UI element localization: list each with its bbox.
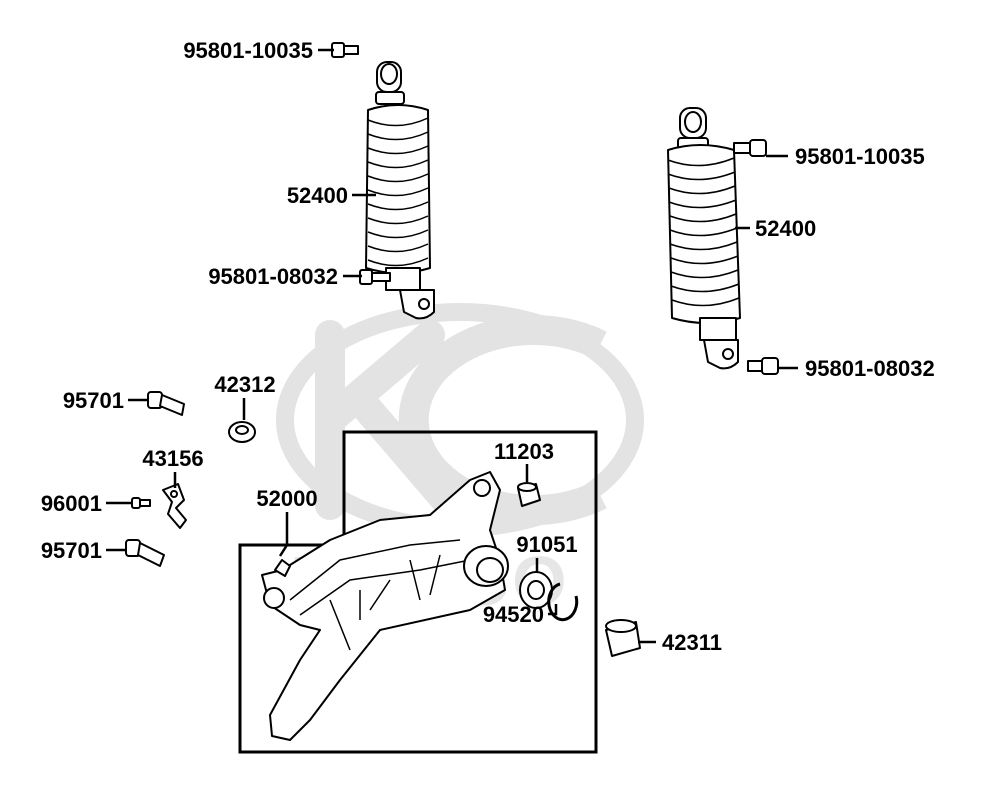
callout-43156: 43156 [142,446,203,471]
shock-absorber-left [365,61,435,320]
callout-52400-left: 52400 [287,183,348,208]
circlip-94520 [547,582,579,622]
callout-42311: 42311 [662,630,722,655]
callout-11203: 11203 [494,439,554,464]
callout-52000: 52000 [256,486,317,511]
bolt-95801-10035-left [331,42,359,58]
callout-95701-lower: 95701 [41,538,102,563]
callout-95701-upper: 95701 [63,388,124,413]
callout-95801-10035-left: 95801-10035 [183,38,313,63]
callout-95801-10035-right: 95801-10035 [795,144,925,169]
callout-52400-right: 52400 [755,216,816,241]
collar-42312 [228,421,256,443]
collar-42311 [605,619,641,657]
swing-arm-52000 [261,471,509,741]
part-number-callouts: 95801-10035 52400 95801-08032 95801-1003… [41,38,935,655]
callout-95801-08032-right: 95801-08032 [805,356,935,381]
bolt-95801-10035-right [733,139,767,157]
bushing-11203 [517,482,541,507]
callout-95801-08032-left: 95801-08032 [208,264,338,289]
screw-96001 [131,497,151,509]
bolt-95701-upper [147,391,185,416]
callout-91051: 91051 [516,532,577,557]
callout-94520: 94520 [483,602,544,627]
bolt-95801-08032-left [359,269,391,285]
bracket-43156 [162,483,187,529]
bolt-95701-lower [125,539,165,567]
callout-96001: 96001 [41,491,102,516]
shock-absorber-right [667,107,741,370]
leader-lines [106,48,798,644]
callout-42312: 42312 [214,372,275,397]
bolt-95801-08032-right [747,357,779,375]
